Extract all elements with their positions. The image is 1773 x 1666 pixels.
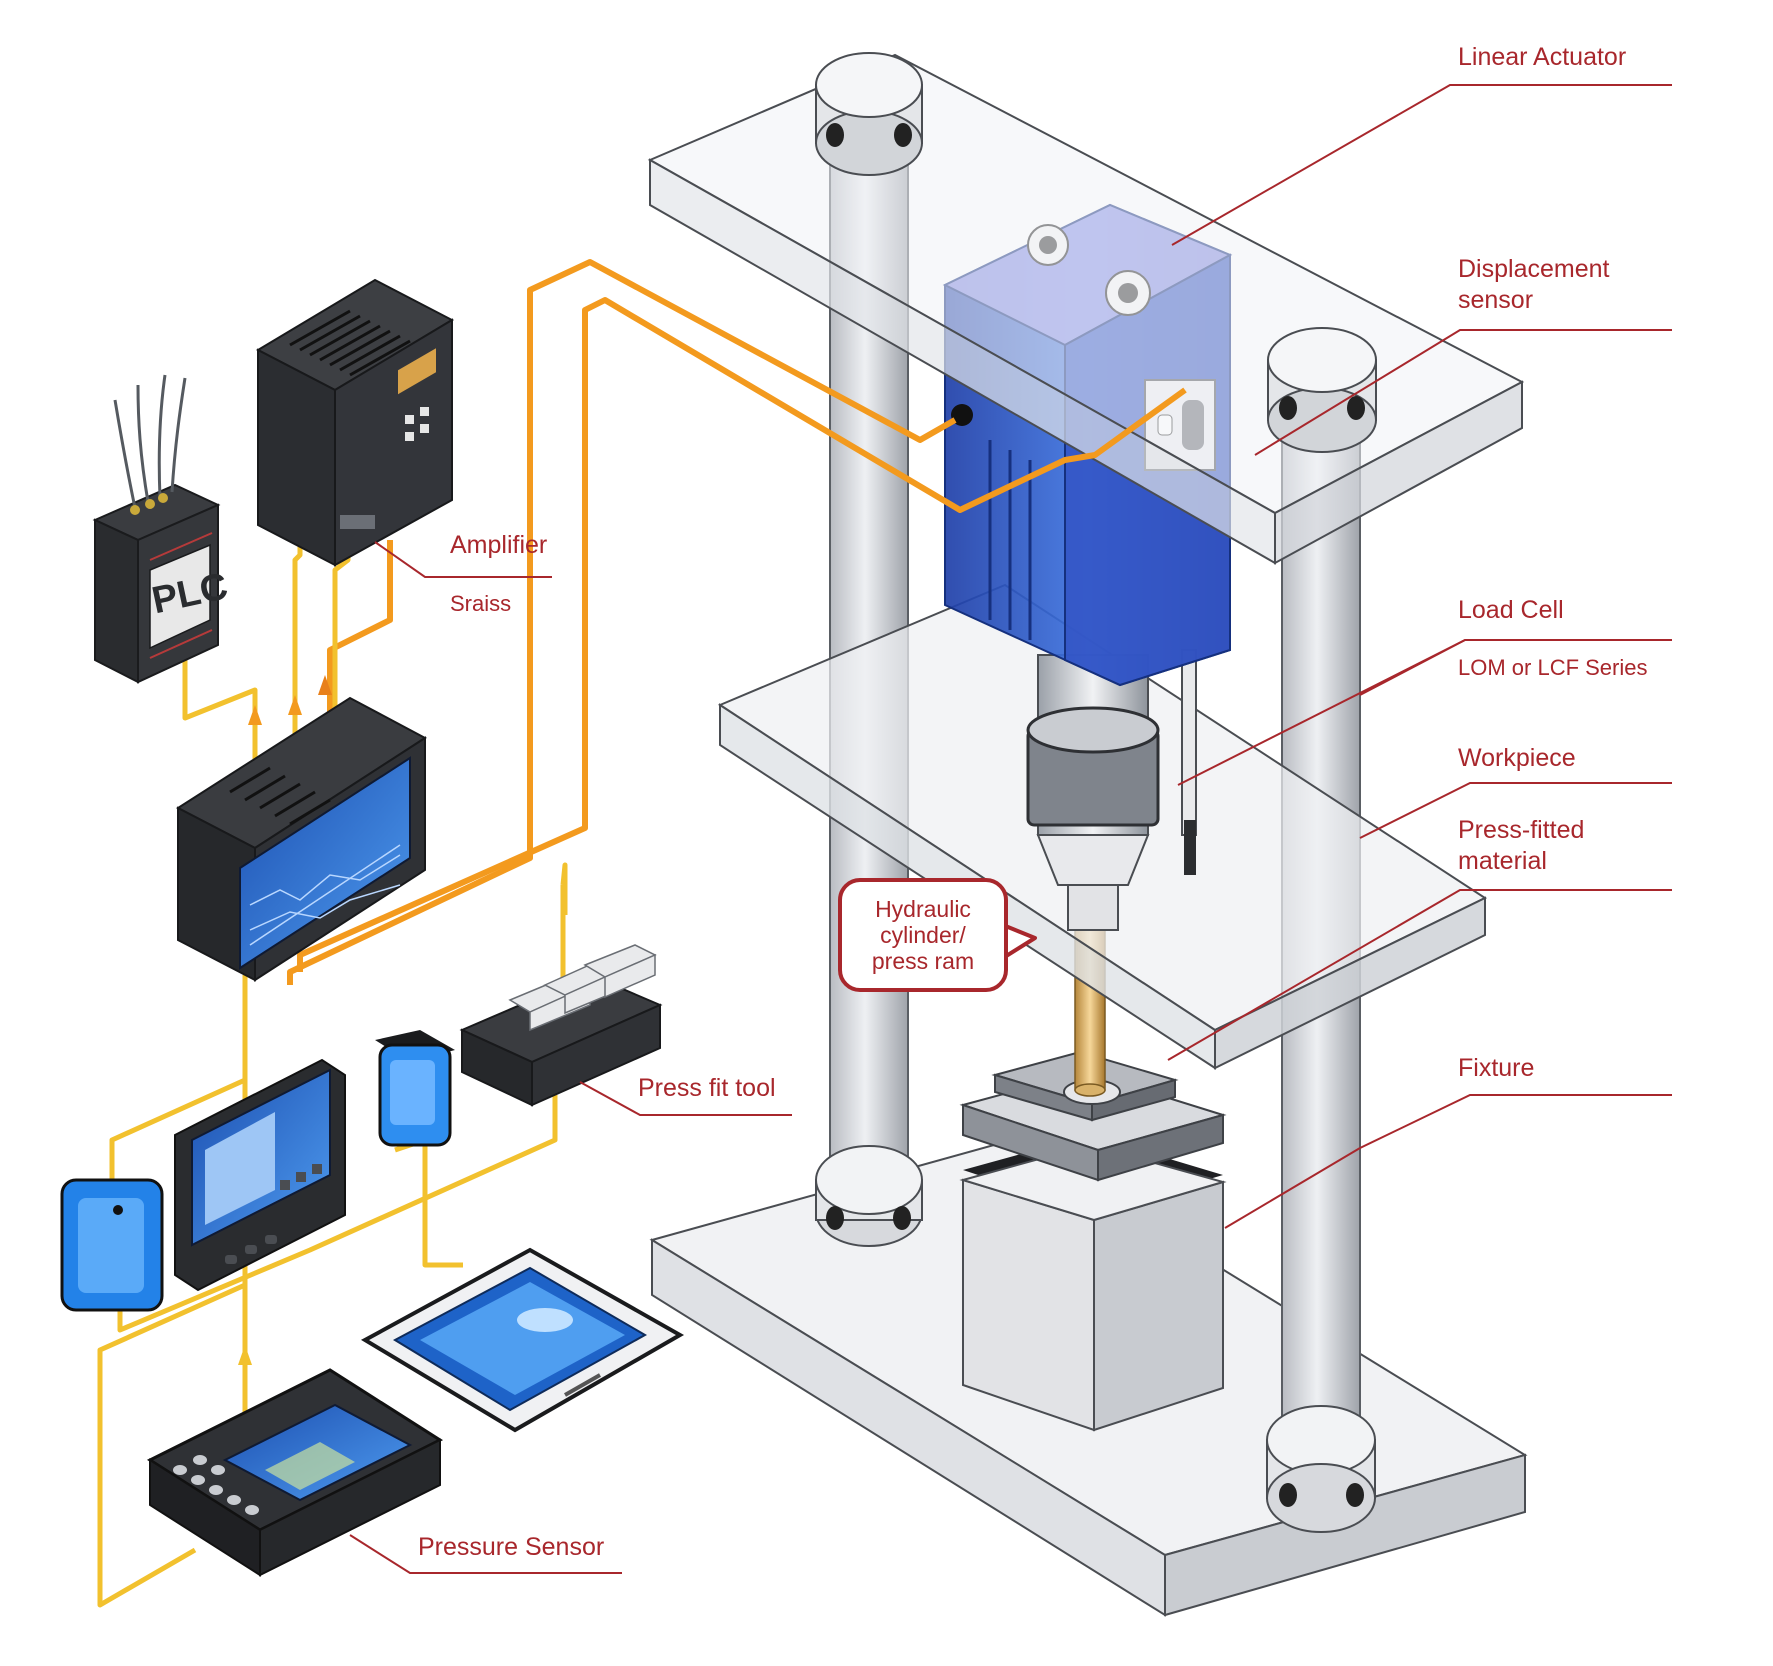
hydraulic-cylinder xyxy=(1026,654,1160,931)
controller-monitor xyxy=(176,696,427,982)
label-displacement-line1: Displacement xyxy=(1458,255,1610,283)
label-displacement-sensor: Displacement sensor xyxy=(1458,254,1609,316)
label-displacement-line2: sensor xyxy=(1458,286,1534,314)
tablet-device xyxy=(360,1247,685,1433)
label-fixture: Fixture xyxy=(1458,1054,1535,1082)
label-amplifier-sub: Sraiss xyxy=(450,591,512,616)
press-frame xyxy=(647,52,1528,1617)
label-load-cell: Load Cell xyxy=(1458,596,1564,624)
signal-arrows xyxy=(238,675,332,1365)
leader-lines xyxy=(349,84,1672,1574)
label-press-fitted-material: Press-fitted material xyxy=(1458,815,1584,877)
blue-sensor-left xyxy=(60,1178,164,1312)
callout-hydraulic-cylinder: Hydraulic cylinder/ press ram xyxy=(838,878,1008,992)
label-press-fitted-line1: Press-fitted xyxy=(1458,816,1585,844)
label-linear-actuator: Linear Actuator xyxy=(1458,43,1627,71)
callout-line1: Hydraulic xyxy=(875,896,971,922)
plc-device: PLC xyxy=(92,374,231,684)
label-pressure-sensor: Pressure Sensor xyxy=(418,1533,605,1561)
label-workpiece: Workpiece xyxy=(1458,744,1576,772)
orange-cables xyxy=(287,259,1187,985)
amplifier-device xyxy=(255,278,455,567)
label-press-fitted-line2: material xyxy=(1458,847,1547,875)
handheld-controller xyxy=(146,1368,444,1577)
pillar-cap-back xyxy=(815,52,923,176)
press-fit-tool-device xyxy=(459,944,663,1107)
label-amplifier: Amplifier xyxy=(450,531,548,559)
displacement-sensor-probe xyxy=(1181,649,1197,875)
label-load-cell-series: LOM or LCF Series xyxy=(1458,655,1648,680)
label-press-fit-tool: Press fit tool xyxy=(638,1074,776,1102)
pillar-cap-front xyxy=(1267,327,1377,453)
callout-line3: press ram xyxy=(871,948,975,974)
blue-sensor-top xyxy=(375,1030,455,1147)
callout-line2: cylinder/ xyxy=(880,922,966,948)
hmi-panel xyxy=(174,1058,346,1292)
